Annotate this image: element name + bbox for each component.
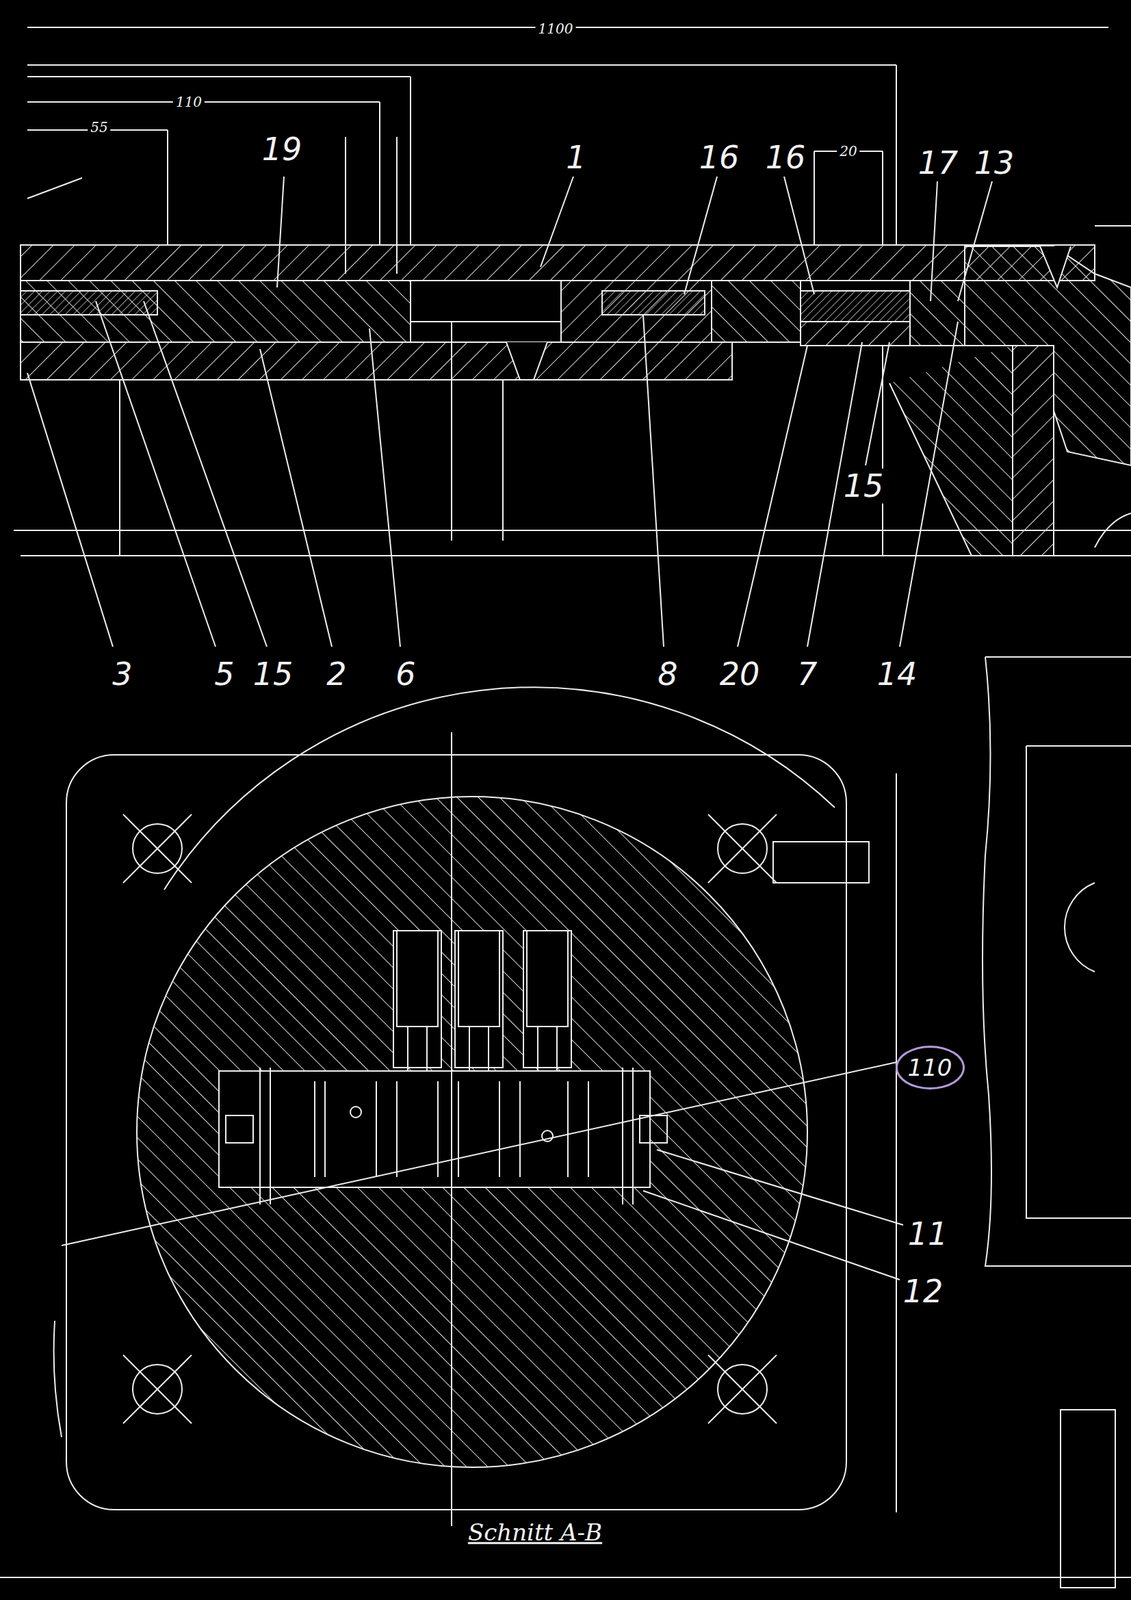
callout-number: 11 bbox=[905, 1216, 952, 1252]
section-caption: Schnitt A-B bbox=[465, 1519, 605, 1545]
callout-number: 12 bbox=[900, 1274, 947, 1309]
dimension-text: 20 bbox=[836, 143, 860, 159]
callout-number: 16 bbox=[762, 140, 809, 176]
callout-number: 6 bbox=[392, 656, 419, 692]
dimension-text: 110 bbox=[173, 94, 205, 110]
callout-number: 7 bbox=[794, 656, 820, 692]
callout-number: 2 bbox=[323, 656, 349, 692]
callout-number: 8 bbox=[654, 656, 681, 692]
callout-number: 15 bbox=[250, 656, 297, 692]
callout-number: 1 bbox=[563, 140, 589, 176]
callout-number: 5 bbox=[211, 656, 237, 692]
callout-number: 15 bbox=[840, 468, 887, 504]
callout-number: 110 bbox=[907, 1053, 953, 1082]
callout-number: 19 bbox=[259, 132, 306, 167]
callout-number: 3 bbox=[109, 656, 135, 692]
callout-number: 13 bbox=[971, 145, 1018, 181]
callout-number: 14 bbox=[874, 656, 921, 692]
callout-circle: 110 bbox=[895, 1045, 965, 1090]
callout-number: 17 bbox=[915, 145, 962, 181]
callout-number: 20 bbox=[717, 656, 763, 692]
dimension-text: 1100 bbox=[535, 21, 577, 37]
dimension-text: 55 bbox=[87, 119, 111, 135]
callout-number: 16 bbox=[696, 140, 743, 176]
